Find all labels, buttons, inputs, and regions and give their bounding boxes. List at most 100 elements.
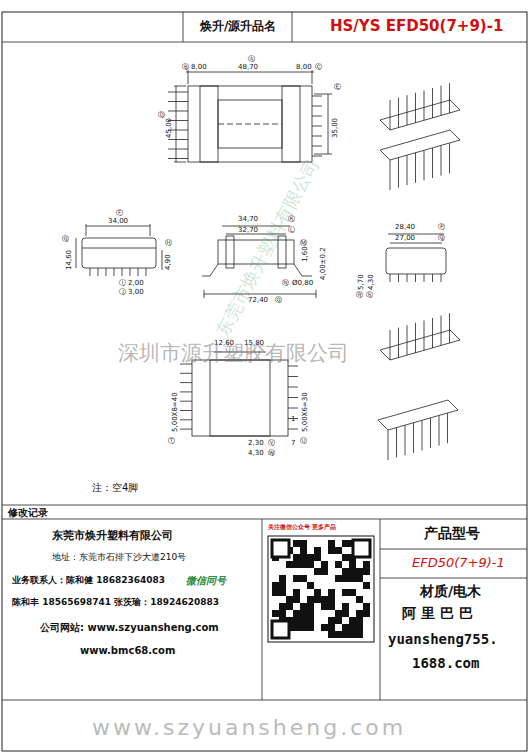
stroke xyxy=(424,274,425,282)
qr-cell xyxy=(307,582,314,589)
qr-cell xyxy=(279,582,286,589)
stroke xyxy=(312,136,322,137)
qr-cell xyxy=(321,568,328,575)
stroke xyxy=(415,323,416,353)
qr-cell xyxy=(307,561,314,568)
qr-cell xyxy=(314,568,321,575)
callout-letter: Ⓔ xyxy=(334,84,341,92)
stroke xyxy=(405,425,406,455)
company-name: 东莞市焕升塑料有限公司 xyxy=(52,530,173,542)
qr-cell xyxy=(342,540,349,547)
stroke xyxy=(415,153,416,183)
stroke xyxy=(447,413,448,443)
stroke xyxy=(449,313,450,343)
stroke xyxy=(168,111,188,112)
qr-cell xyxy=(328,603,335,610)
pins xyxy=(90,268,441,429)
qr-cell xyxy=(363,568,370,575)
stroke xyxy=(441,86,442,116)
qr-cell xyxy=(356,610,363,617)
qr-cell xyxy=(356,596,363,603)
callout-letter: Ⓗ xyxy=(165,240,172,248)
callout-letter: Ⓕ xyxy=(116,210,123,218)
stroke xyxy=(288,397,298,398)
qr-cell xyxy=(293,554,300,561)
dimension: 4,90 xyxy=(165,254,173,270)
website: www.bmc68.com xyxy=(80,645,175,656)
callout-letter: Ⓑ xyxy=(182,64,189,72)
note: 注：空4脚 xyxy=(92,482,138,493)
qr-cell xyxy=(356,624,363,631)
shop-url: 1688.com xyxy=(412,656,479,671)
stroke xyxy=(168,101,188,102)
dimension: 1,60 xyxy=(302,246,310,262)
stroke xyxy=(424,150,425,180)
callout-letter: Ⓦ xyxy=(268,450,275,458)
stroke xyxy=(180,401,192,402)
qr-caption: 关注微信公众号 更多产品 xyxy=(268,524,336,531)
qr-cell xyxy=(307,596,314,603)
qr-cell xyxy=(356,631,363,638)
dimension: 5,00X6=30 xyxy=(302,392,310,432)
qr-cell xyxy=(307,610,314,617)
qr-finder xyxy=(272,621,289,638)
callout-letter: Ⓜ xyxy=(300,240,307,248)
stroke xyxy=(432,88,433,118)
qr-cell xyxy=(363,582,370,589)
qr-finder xyxy=(353,540,370,557)
stroke xyxy=(122,268,123,276)
qr-cell xyxy=(307,603,314,610)
stroke xyxy=(407,325,408,355)
qr-cell xyxy=(286,596,293,603)
qr-cell xyxy=(328,617,335,624)
contact: 业务联系人：陈和健 18682364083 xyxy=(12,576,165,586)
dimension: 8,00 xyxy=(296,64,312,72)
stroke xyxy=(312,116,322,117)
qr-cell xyxy=(349,561,356,568)
qr-code xyxy=(268,536,374,642)
qr-cell xyxy=(321,596,328,603)
qr-cell xyxy=(335,561,342,568)
side-view xyxy=(76,224,162,270)
dimension: 48,70 xyxy=(238,64,258,72)
dimension: 14,60 xyxy=(66,250,74,270)
qr-cell xyxy=(307,554,314,561)
qr-cell xyxy=(272,589,279,596)
dimension: 8,00 xyxy=(191,64,207,72)
qr-cell xyxy=(363,610,370,617)
stroke xyxy=(396,428,397,458)
stroke xyxy=(424,90,425,120)
stroke xyxy=(288,387,298,388)
qr-cell xyxy=(349,589,356,596)
dimension: 34,70 xyxy=(238,216,258,224)
stroke xyxy=(288,408,298,409)
qr-cell xyxy=(335,631,342,638)
qr-cell xyxy=(342,631,349,638)
qr-cell xyxy=(300,610,307,617)
top-view xyxy=(174,70,332,162)
title: HS/YS EFD50(7+9)-1 xyxy=(330,18,503,35)
qr-cell xyxy=(342,575,349,582)
stroke xyxy=(449,143,450,173)
stroke xyxy=(288,366,298,367)
qr-cell xyxy=(363,603,370,610)
qr-cell xyxy=(293,561,300,568)
qr-cell xyxy=(321,561,328,568)
qr-cell xyxy=(328,631,335,638)
callout-letter: Ⓖ xyxy=(62,236,69,244)
qr-cell xyxy=(279,575,286,582)
callout-letter: Ⓙ xyxy=(119,289,126,297)
qr-cell xyxy=(286,603,293,610)
qr-cell xyxy=(321,603,328,610)
callout-letter: Ⓢ xyxy=(366,292,373,300)
qr-cell xyxy=(314,554,321,561)
stroke xyxy=(114,268,115,276)
stroke xyxy=(168,139,188,140)
stroke xyxy=(180,410,192,411)
qr-cell xyxy=(349,617,356,624)
stroke xyxy=(312,146,322,147)
dimension: 3,00 xyxy=(128,289,144,297)
callout-letter: Ⓛ xyxy=(288,227,295,235)
stroke xyxy=(168,158,188,159)
